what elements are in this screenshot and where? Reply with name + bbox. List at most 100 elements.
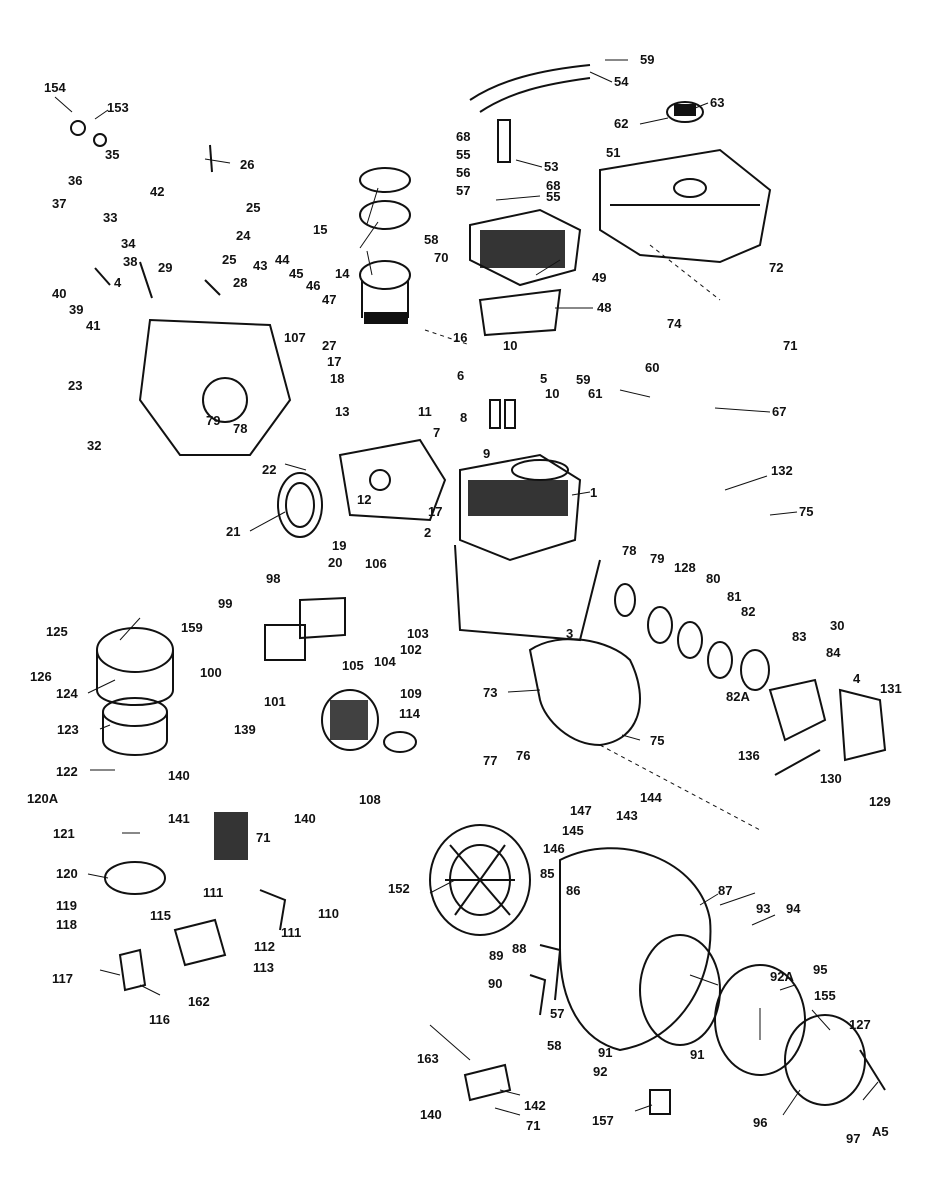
part-number-130: 130	[820, 771, 842, 786]
part-number-82: 82	[741, 604, 755, 619]
part-number-58a: 58	[424, 232, 438, 247]
part-number-13: 13	[335, 404, 349, 419]
part-number-4a: 4	[114, 275, 122, 290]
part-number-72: 72	[769, 260, 783, 275]
part-number-136: 136	[738, 748, 760, 763]
part-number-55b: 55	[546, 189, 560, 204]
part-number-68b: 68	[546, 178, 560, 193]
part-number-107: 107	[284, 330, 306, 345]
part-number-60: 60	[645, 360, 659, 375]
part-number-26: 26	[240, 157, 254, 172]
part-number-120: 120	[56, 866, 78, 881]
part-number-45: 45	[289, 266, 303, 281]
part-number-44: 44	[275, 252, 290, 267]
part-number-117: 117	[52, 971, 73, 986]
part-number-89: 89	[489, 948, 503, 963]
part-number-80: 80	[706, 571, 720, 586]
part-number-106: 106	[365, 556, 387, 571]
part-number-17b: 17	[428, 504, 442, 519]
part-number-98: 98	[266, 571, 280, 586]
engine-block	[454, 453, 601, 642]
cylinder-head	[469, 208, 582, 337]
part-number-154: 154	[44, 80, 66, 95]
part-number-27: 27	[322, 338, 336, 353]
part-number-48: 48	[597, 300, 611, 315]
part-number-83: 83	[792, 629, 806, 644]
part-number-140a: 140	[168, 768, 190, 783]
part-number-99: 99	[218, 596, 232, 611]
mounting-brackets	[463, 944, 671, 1115]
part-number-10b: 10	[545, 386, 559, 401]
part-number-140c: 140	[420, 1107, 442, 1122]
part-number-132: 132	[771, 463, 793, 478]
part-number-94: 94	[786, 901, 801, 916]
part-number-109: 109	[400, 686, 422, 701]
part-number-61: 61	[588, 386, 602, 401]
part-number-163: 163	[417, 1051, 439, 1066]
part-number-103: 103	[407, 626, 429, 641]
part-number-71c: 71	[526, 1118, 540, 1133]
part-number-152: 152	[388, 881, 410, 896]
part-number-143: 143	[616, 808, 638, 823]
part-number-101: 101	[264, 694, 286, 709]
part-number-78a: 78	[233, 421, 247, 436]
part-number-131: 131	[880, 681, 902, 696]
part-number-8: 8	[460, 410, 467, 425]
part-number-62: 62	[614, 116, 628, 131]
reference-line-3	[649, 244, 721, 301]
part-number-75b: 75	[650, 733, 664, 748]
part-number-63: 63	[710, 95, 724, 110]
part-number-57b: 57	[550, 1006, 564, 1021]
part-number-147: 147	[570, 803, 592, 818]
carburetor	[338, 438, 447, 522]
part-number-92A: 92A	[770, 969, 794, 984]
part-number-42: 42	[150, 184, 164, 199]
part-number-3: 3	[566, 626, 573, 641]
part-number-118: 118	[56, 917, 77, 932]
fan-shroud	[559, 847, 721, 1052]
part-number-34: 34	[121, 236, 136, 251]
part-number-43: 43	[253, 258, 267, 273]
part-number-6: 6	[457, 368, 464, 383]
part-number-88: 88	[512, 941, 526, 956]
part-number-123: 123	[57, 722, 79, 737]
part-number-28: 28	[233, 275, 247, 290]
crankcase-cover	[138, 318, 292, 456]
part-number-12: 12	[357, 492, 371, 507]
leader-lines	[54, 59, 879, 1116]
part-number-139: 139	[234, 722, 256, 737]
part-number-17a: 17	[327, 354, 341, 369]
part-number-140b: 140	[294, 811, 316, 826]
part-number-96: 96	[753, 1115, 767, 1130]
part-number-84: 84	[826, 645, 841, 660]
part-number-112: 112	[254, 939, 275, 954]
part-number-23: 23	[68, 378, 82, 393]
part-number-22: 22	[262, 462, 276, 477]
part-number-120A: 120A	[27, 791, 59, 806]
flywheel	[429, 824, 531, 936]
part-number-127: 127	[849, 1017, 871, 1032]
part-number-49: 49	[592, 270, 606, 285]
part-number-124: 124	[56, 686, 78, 701]
part-number-1: 1	[590, 485, 597, 500]
part-number-18: 18	[330, 371, 344, 386]
part-number-114: 114	[399, 706, 421, 721]
part-number-87: 87	[718, 883, 732, 898]
part-number-100: 100	[200, 665, 222, 680]
part-number-19: 19	[332, 538, 346, 553]
part-number-142: 142	[524, 1098, 546, 1113]
part-number-10a: 10	[503, 338, 517, 353]
part-number-113: 113	[253, 960, 274, 975]
part-number-97: 97	[846, 1131, 860, 1146]
part-number-95: 95	[813, 962, 827, 977]
part-number-68a: 68	[456, 129, 470, 144]
part-number-126: 126	[30, 669, 52, 684]
part-number-157: 157	[592, 1113, 614, 1128]
part-number-79b: 79	[650, 551, 664, 566]
part-drawings	[70, 64, 887, 1115]
part-number-122: 122	[56, 764, 78, 779]
part-number-91a: 91	[598, 1045, 612, 1060]
part-number-57a: 57	[456, 183, 470, 198]
part-number-78b: 78	[622, 543, 636, 558]
